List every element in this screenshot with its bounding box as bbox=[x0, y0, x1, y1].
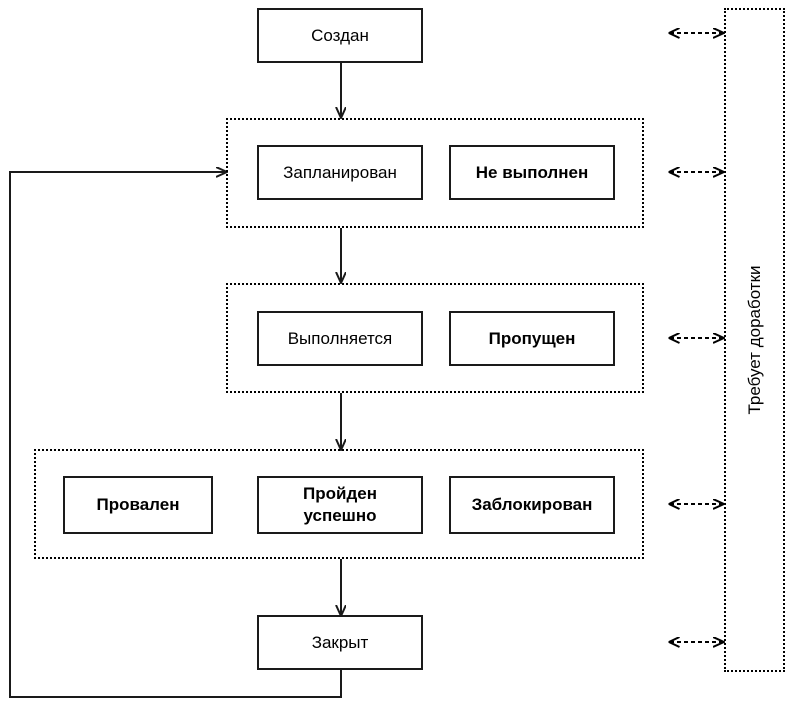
node-blocked-label: Заблокирован bbox=[471, 495, 593, 515]
node-failed[interactable]: Провален bbox=[63, 476, 213, 534]
node-closed-label: Закрыт bbox=[311, 632, 369, 652]
node-not-executed-label: Не выполнен bbox=[475, 162, 589, 182]
group-in-progress bbox=[226, 283, 644, 393]
node-created[interactable]: Создан bbox=[257, 8, 423, 63]
node-in-progress[interactable]: Выполняется bbox=[257, 311, 423, 366]
edge-closed-loopback-to-planned bbox=[9, 172, 342, 698]
node-passed[interactable]: Пройден успешно bbox=[257, 476, 423, 534]
node-closed[interactable]: Закрыт bbox=[257, 615, 423, 670]
node-planned[interactable]: Запланирован bbox=[257, 145, 423, 200]
node-blocked[interactable]: Заблокирован bbox=[449, 476, 615, 534]
node-passed-label-line1: Пройден bbox=[303, 484, 377, 504]
node-created-label: Создан bbox=[311, 25, 369, 45]
node-rework-label: Требует доработки bbox=[744, 265, 764, 415]
node-passed-label: Пройден успешно bbox=[303, 483, 377, 527]
node-failed-label: Провален bbox=[96, 495, 180, 515]
node-skipped-label: Пропущен bbox=[488, 328, 576, 348]
node-passed-label-line2: успешно bbox=[303, 506, 377, 525]
node-not-executed[interactable]: Не выполнен bbox=[449, 145, 615, 200]
node-planned-label: Запланирован bbox=[283, 162, 397, 182]
node-rework[interactable]: Требует доработки bbox=[724, 8, 785, 672]
node-in-progress-label: Выполняется bbox=[287, 328, 393, 348]
node-skipped[interactable]: Пропущен bbox=[449, 311, 615, 366]
